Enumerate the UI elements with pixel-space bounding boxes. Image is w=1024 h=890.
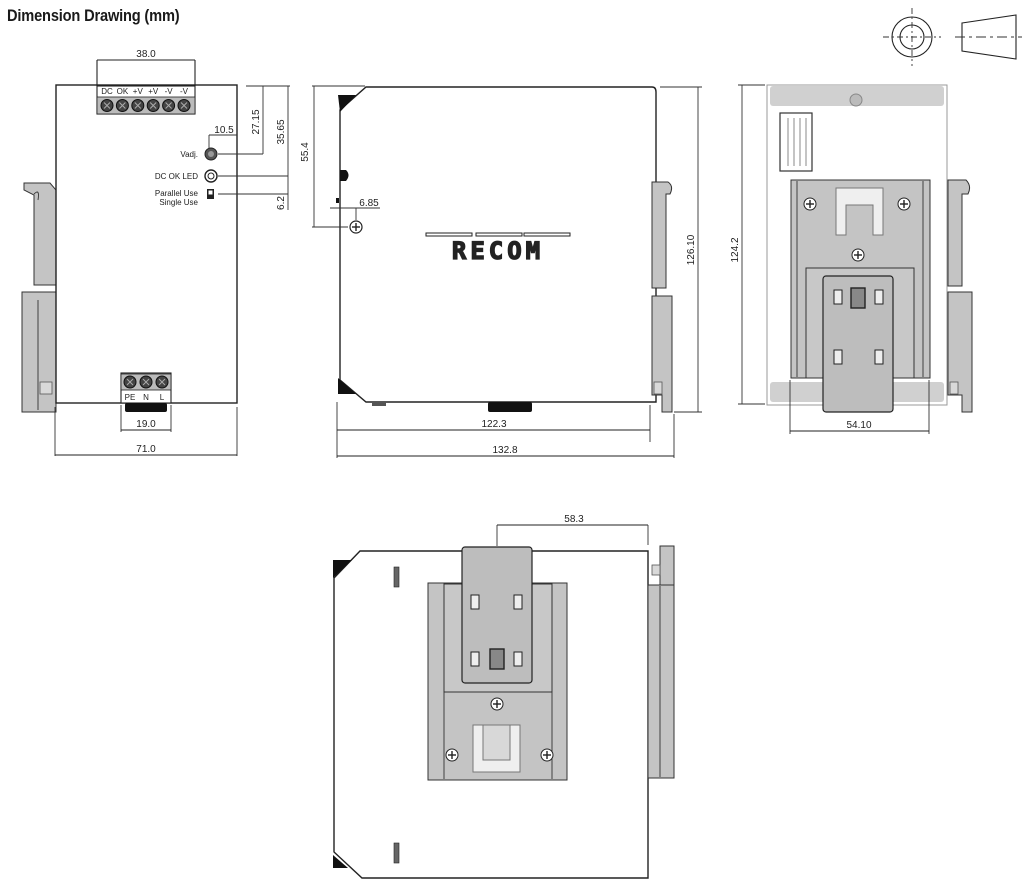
dim-bottom-terminal-width: 19.0	[136, 419, 156, 430]
dim-rail-clip-width: 54.10	[846, 420, 871, 431]
terminal-label: DC	[101, 87, 113, 96]
dim-led-height: 35.65	[276, 119, 287, 144]
screw-icon	[349, 220, 363, 234]
dim-switch-offset: 6.2	[276, 196, 287, 210]
terminal-label: PE	[125, 393, 136, 402]
dim-overall-depth: 132.8	[492, 445, 517, 456]
input-terminal-block: PE N L	[120, 372, 172, 412]
parallel-single-switch-icon	[207, 189, 214, 199]
din-rail-clip	[461, 546, 533, 684]
drawing-title: Dimension Drawing (mm)	[7, 6, 180, 25]
dc-ok-led-label: DC OK LED	[155, 172, 198, 181]
single-use-label: Single Use	[159, 198, 198, 207]
dim-overall-height: 126.10	[686, 234, 697, 265]
vadj-label: Vadj.	[180, 150, 198, 159]
dim-vadj-offset: 10.5	[214, 125, 234, 136]
dim-overall-width: 71.0	[136, 444, 156, 455]
terminal-label: L	[160, 393, 165, 402]
screw-icon	[540, 748, 554, 762]
terminal-label: OK	[117, 87, 129, 96]
screw-icon	[445, 748, 459, 762]
vadj-potentiometer	[204, 147, 218, 161]
terminal-label: +V	[133, 87, 144, 96]
dim-body-depth: 122.3	[481, 419, 506, 430]
third-angle-projection-icon	[883, 8, 1022, 66]
din-rail-bracket	[21, 182, 57, 413]
din-rail-clip	[822, 275, 894, 413]
bottom-view: 58.3	[333, 514, 675, 879]
svg-text:RECOM: RECOM	[452, 237, 544, 265]
dc-ok-led-icon	[204, 169, 218, 183]
parallel-use-label: Parallel Use	[155, 189, 199, 198]
dim-top-terminal-width: 38.0	[136, 49, 156, 60]
dim-top-to-screw: 55.4	[300, 142, 311, 162]
dim-vadj-height: 27.15	[251, 109, 262, 134]
screw-icon	[897, 197, 911, 211]
dim-rear-height: 124.2	[730, 237, 741, 262]
recom-logo: RECOM	[425, 232, 571, 266]
front-view: DC OK +V +V -V -V 38.0 Vadj. DC OK LED Parall…	[21, 49, 290, 456]
front-housing	[55, 84, 238, 404]
terminal-label: -V	[165, 87, 174, 96]
screw-icon	[490, 697, 504, 711]
screw-icon	[803, 197, 817, 211]
dim-clip-offset: 58.3	[564, 514, 584, 525]
side-view: RECOM 6.85 55.4 126.10 122.3	[300, 85, 702, 458]
terminal-label: +V	[148, 87, 159, 96]
terminal-label: -V	[180, 87, 189, 96]
output-terminal-block: DC OK +V +V -V -V	[96, 85, 196, 115]
terminal-label: N	[143, 393, 149, 402]
rear-view: 124.2 54.10	[730, 84, 973, 434]
din-rail-bracket	[651, 181, 673, 413]
screw-icon	[851, 248, 865, 262]
dim-screw-offset: 6.85	[359, 198, 379, 209]
product-label	[779, 112, 813, 172]
